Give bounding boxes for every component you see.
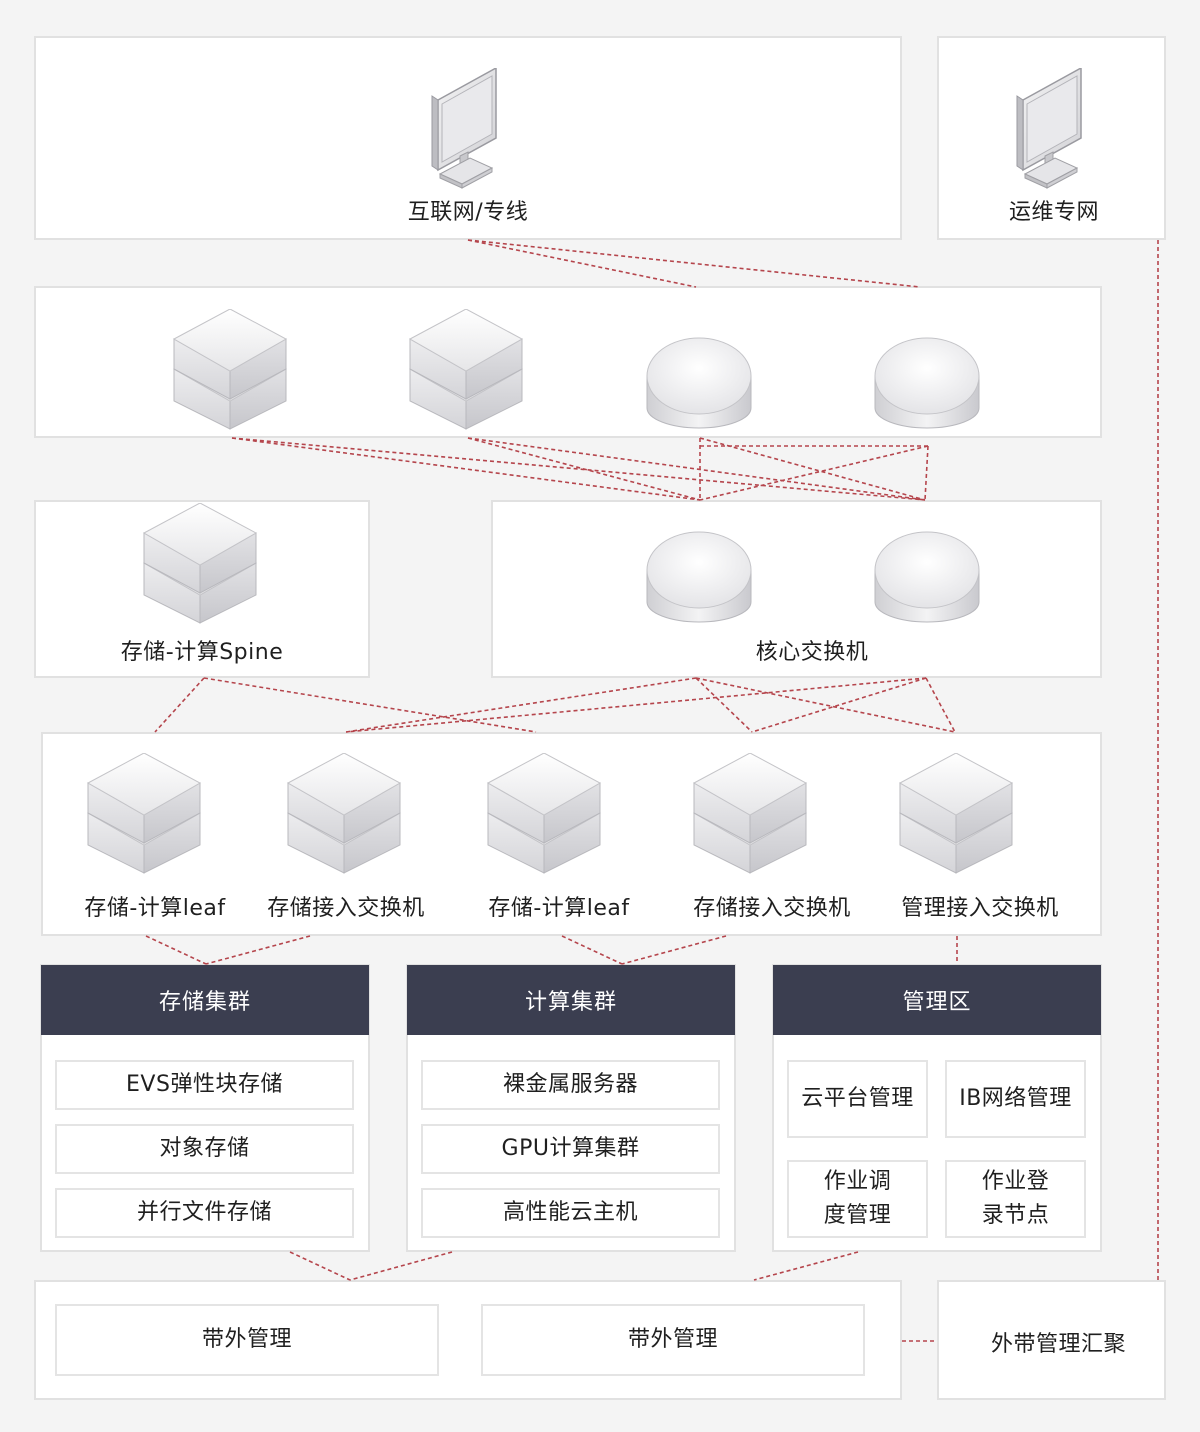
stacked-switch-icon xyxy=(87,753,201,874)
compute-item: 高性能云主机 xyxy=(421,1188,720,1238)
oob-item: 带外管理 xyxy=(55,1304,439,1376)
stacked-switch-icon xyxy=(693,753,807,874)
router-icon xyxy=(874,337,980,429)
router-icon xyxy=(646,337,752,429)
oob-aggregate-panel xyxy=(937,1280,1166,1400)
stacked-switch-icon xyxy=(409,309,523,430)
spine-label: 存储-计算Spine xyxy=(120,640,284,665)
leaf-label: 存储-计算leaf xyxy=(488,896,630,921)
stacked-switch-icon xyxy=(487,753,601,874)
storage-item: 对象存储 xyxy=(55,1124,354,1174)
management-zone-header: 管理区 xyxy=(773,965,1101,1035)
stacked-switch-icon xyxy=(287,753,401,874)
management-item: 作业登录节点 xyxy=(945,1160,1086,1238)
stacked-switch-icon xyxy=(143,503,257,624)
stacked-switch-icon xyxy=(899,753,1013,874)
leaf-label: 存储接入交换机 xyxy=(267,896,425,921)
leaf-label: 存储接入交换机 xyxy=(693,896,851,921)
oob-aggregate-label: 外带管理汇聚 xyxy=(990,1332,1126,1357)
leaf-label: 存储-计算leaf xyxy=(84,896,226,921)
internet-label: 互联网/专线 xyxy=(407,200,529,225)
management-item: 作业调度管理 xyxy=(787,1160,928,1238)
router-icon xyxy=(646,531,752,623)
management-item: IB网络管理 xyxy=(945,1060,1086,1138)
storage-item: EVS弹性块存储 xyxy=(55,1060,354,1110)
monitor-icon xyxy=(431,68,497,189)
storage-item: 并行文件存储 xyxy=(55,1188,354,1238)
oob-item: 带外管理 xyxy=(481,1304,865,1376)
core-switch-label: 核心交换机 xyxy=(755,640,869,665)
compute-item: 裸金属服务器 xyxy=(421,1060,720,1110)
storage-cluster-header: 存储集群 xyxy=(41,965,369,1035)
leaf-label: 管理接入交换机 xyxy=(901,896,1059,921)
monitor-icon xyxy=(1016,68,1082,189)
management-item: 云平台管理 xyxy=(787,1060,928,1138)
stacked-switch-icon xyxy=(173,309,287,430)
compute-cluster-header: 计算集群 xyxy=(407,965,735,1035)
core-switch-panel xyxy=(491,500,1102,678)
compute-item: GPU计算集群 xyxy=(421,1124,720,1174)
router-icon xyxy=(874,531,980,623)
ops-network-label: 运维专网 xyxy=(1008,200,1100,225)
